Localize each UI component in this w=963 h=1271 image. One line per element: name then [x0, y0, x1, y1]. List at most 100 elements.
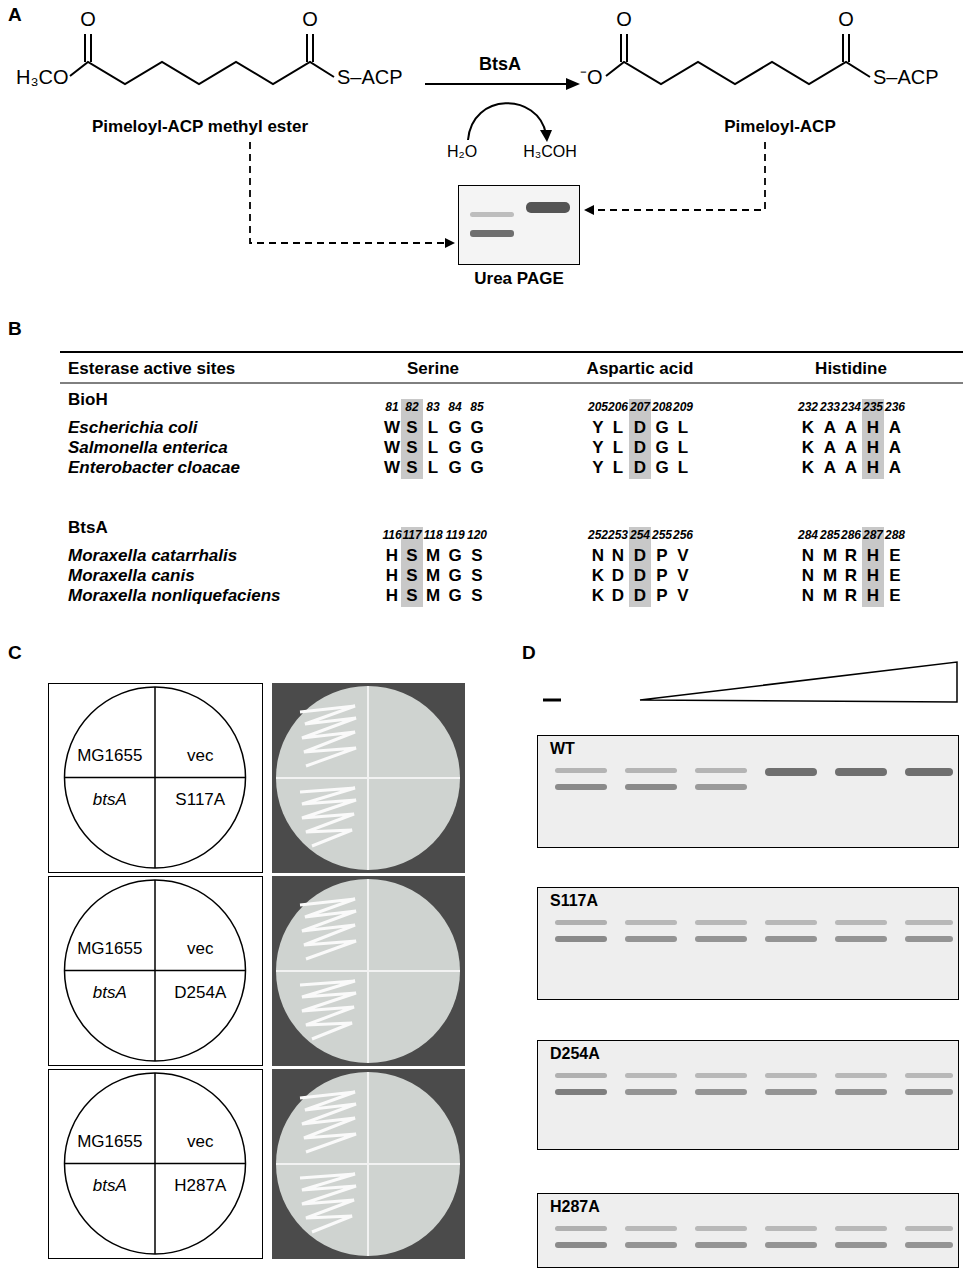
residue-number: 119 — [445, 529, 464, 543]
residue-letter: L — [613, 438, 623, 458]
gel-bands — [538, 888, 958, 999]
residue-letter: A — [889, 458, 901, 478]
residue-letter: S — [406, 566, 417, 586]
plate-schematic: MG1655vecbtsAH287A — [48, 1069, 263, 1259]
residue-number: 81 — [385, 401, 398, 415]
quadrant-label: S117A — [175, 790, 225, 810]
residue-letter: A — [845, 458, 857, 478]
table-header: Esterase active sites — [68, 359, 235, 379]
plate-schematic: MG1655vecbtsAD254A — [48, 876, 263, 1066]
quadrant-label: H287A — [174, 1176, 226, 1196]
atom-label: O — [302, 8, 318, 31]
gel-panel: D254A — [537, 1040, 959, 1150]
residue-letter: M — [823, 566, 837, 586]
reagent-label: H₂O — [447, 143, 477, 161]
compound-name: Pimeloyl-ACP methyl ester — [92, 117, 308, 137]
residue-letter: L — [678, 458, 688, 478]
quadrant-label: btsA — [93, 790, 127, 810]
group-name: BtsA — [68, 518, 108, 538]
residue-number: 85 — [470, 401, 483, 415]
residue-letter: S — [471, 586, 482, 606]
residue-letter: G — [448, 586, 461, 606]
residue-letter: K — [592, 586, 604, 606]
residue-letter: E — [889, 586, 900, 606]
residue-letter: D — [612, 586, 624, 606]
residue-letter: W — [384, 458, 400, 478]
residue-letter: N — [802, 586, 814, 606]
residue-letter: P — [656, 566, 667, 586]
residue-letter: V — [677, 566, 688, 586]
residue-letter: G — [470, 438, 483, 458]
residue-letter: K — [802, 418, 814, 438]
residue-letter: N — [592, 546, 604, 566]
group-name: BioH — [68, 390, 108, 410]
plate-schematic: MG1655vecbtsAS117A — [48, 683, 263, 873]
enzyme-label: BtsA — [479, 54, 521, 75]
residue-letter: A — [889, 418, 901, 438]
residue-number: 209 — [673, 401, 693, 415]
gel-bands — [538, 736, 958, 847]
residue-letter: H — [867, 586, 879, 606]
residue-number: 82 — [405, 401, 418, 415]
residue-letter: H — [386, 566, 398, 586]
quadrant-label: btsA — [93, 1176, 127, 1196]
residue-letter: M — [823, 586, 837, 606]
residue-letter: S — [406, 458, 417, 478]
residue-letter: Y — [592, 418, 603, 438]
table-header: Histidine — [815, 359, 887, 379]
residue-letter: S — [471, 546, 482, 566]
residue-letter: H — [867, 418, 879, 438]
residue-number: 84 — [448, 401, 461, 415]
species-name: Moraxella catarrhalis — [68, 546, 237, 566]
residue-number: 286 — [841, 529, 861, 543]
gel-bands — [538, 1194, 958, 1267]
panel-letter: A — [8, 4, 22, 26]
table-header: Serine — [407, 359, 459, 379]
gel-bands — [538, 1041, 958, 1149]
residue-letter: L — [428, 458, 438, 478]
residue-number: 232 — [798, 401, 818, 415]
residue-letter: D — [634, 546, 646, 566]
residue-letter: D — [634, 418, 646, 438]
atom-label: S–ACP — [873, 66, 939, 89]
residue-number: 255 — [652, 529, 672, 543]
residue-letter: N — [802, 546, 814, 566]
chemical-structure — [70, 34, 334, 84]
residue-letter: K — [802, 438, 814, 458]
residue-letter: G — [448, 458, 461, 478]
residue-number: 205 — [588, 401, 608, 415]
residue-letter: G — [448, 418, 461, 438]
residue-letter: S — [471, 566, 482, 586]
residue-number: 285 — [820, 529, 840, 543]
residue-letter: D — [634, 586, 646, 606]
atom-label: O — [616, 8, 632, 31]
species-name: Moraxella nonliquefaciens — [68, 586, 281, 606]
plate-outline — [49, 684, 261, 871]
gel-label: D254A — [550, 1045, 600, 1063]
residue-number: 287 — [863, 529, 883, 543]
residue-letter: S — [406, 418, 417, 438]
plate-outline — [49, 877, 261, 1064]
residue-letter: Y — [592, 438, 603, 458]
residue-letter: R — [845, 546, 857, 566]
residue-letter: G — [470, 458, 483, 478]
residue-letter: G — [655, 418, 668, 438]
quadrant-label: MG1655 — [77, 939, 142, 959]
residue-number: 254 — [630, 529, 650, 543]
species-name: Escherichia coli — [68, 418, 197, 438]
residue-letter: A — [845, 418, 857, 438]
atom-label: ⁻O — [580, 66, 603, 89]
residue-letter: D — [612, 566, 624, 586]
residue-letter: H — [867, 566, 879, 586]
residue-letter: A — [824, 438, 836, 458]
residue-letter: G — [655, 458, 668, 478]
reaction-arrow — [425, 78, 580, 142]
species-name: Enterobacter cloacae — [68, 458, 240, 478]
residue-number: 253 — [608, 529, 628, 543]
residue-letter: A — [824, 418, 836, 438]
compound-name: Pimeloyl-ACP — [724, 117, 835, 137]
residue-letter: L — [613, 418, 623, 438]
residue-number: 120 — [467, 529, 487, 543]
quadrant-label: btsA — [93, 983, 127, 1003]
panel-letter: C — [8, 642, 22, 664]
